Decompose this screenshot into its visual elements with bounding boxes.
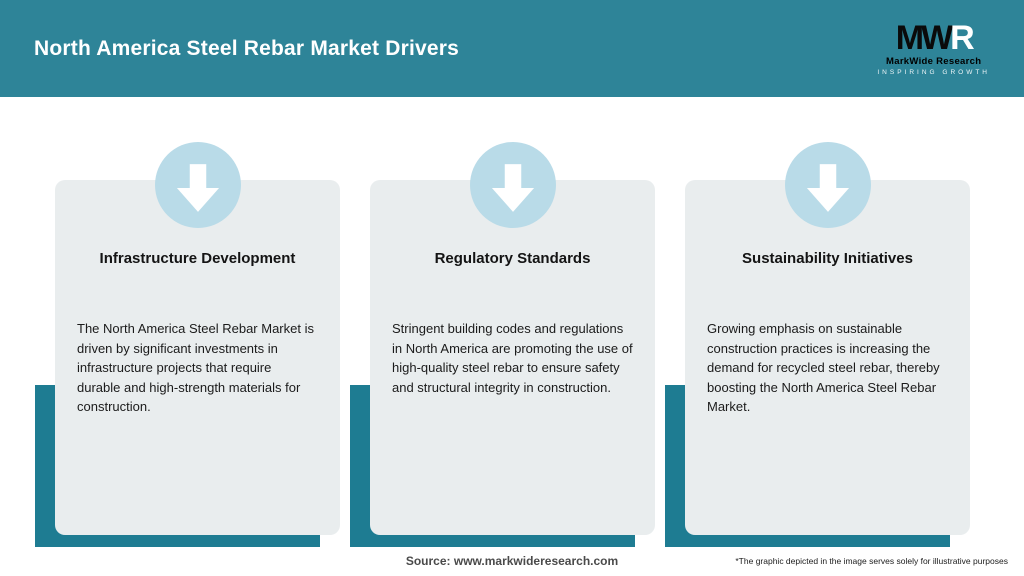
card-panel: Sustainability Initiatives Growing empha… (685, 142, 970, 535)
card-panel: Regulatory Standards Stringent building … (370, 142, 655, 535)
logo-company-name: MarkWide Research (886, 56, 982, 67)
source-text: Source: www.markwideresearch.com (405, 554, 619, 568)
card-title: Regulatory Standards (434, 250, 591, 267)
down-arrow-icon (806, 164, 849, 212)
card-sustainability-initiatives: Sustainability Initiatives Growing empha… (665, 142, 970, 547)
arrow-circle-badge (784, 142, 871, 228)
arrow-circle-badge (154, 142, 241, 228)
header-bar: North America Steel Rebar Market Drivers… (0, 0, 1024, 97)
card-infrastructure-development: Infrastructure Development The North Ame… (35, 142, 340, 547)
logo-tagline: Inspiring Growth (877, 68, 990, 76)
page-title: North America Steel Rebar Market Drivers (34, 36, 460, 60)
card-panel: Infrastructure Development The North Ame… (55, 142, 340, 535)
card-body: Growing emphasis on sustainable construc… (707, 321, 940, 414)
card-body: Stringent building codes and regulations… (392, 321, 633, 395)
logo-mark-white: R (950, 19, 975, 57)
card-title: Infrastructure Development (99, 250, 296, 267)
card-regulatory-standards: Regulatory Standards Stringent building … (350, 142, 655, 547)
card-title: Sustainability Initiatives (742, 250, 913, 267)
down-arrow-icon (491, 164, 534, 212)
arrow-circle-badge (469, 142, 556, 228)
disclaimer-text: *The graphic depicted in the image serve… (735, 556, 1008, 566)
down-arrow-icon (176, 164, 219, 212)
markwide-logo: MWR MarkWide Research Inspiring Growth (877, 21, 990, 76)
logo-mark-black: MW (895, 19, 953, 57)
card-body: The North America Steel Rebar Market is … (77, 321, 314, 414)
logo-mwr-mark: MWR (877, 21, 990, 55)
